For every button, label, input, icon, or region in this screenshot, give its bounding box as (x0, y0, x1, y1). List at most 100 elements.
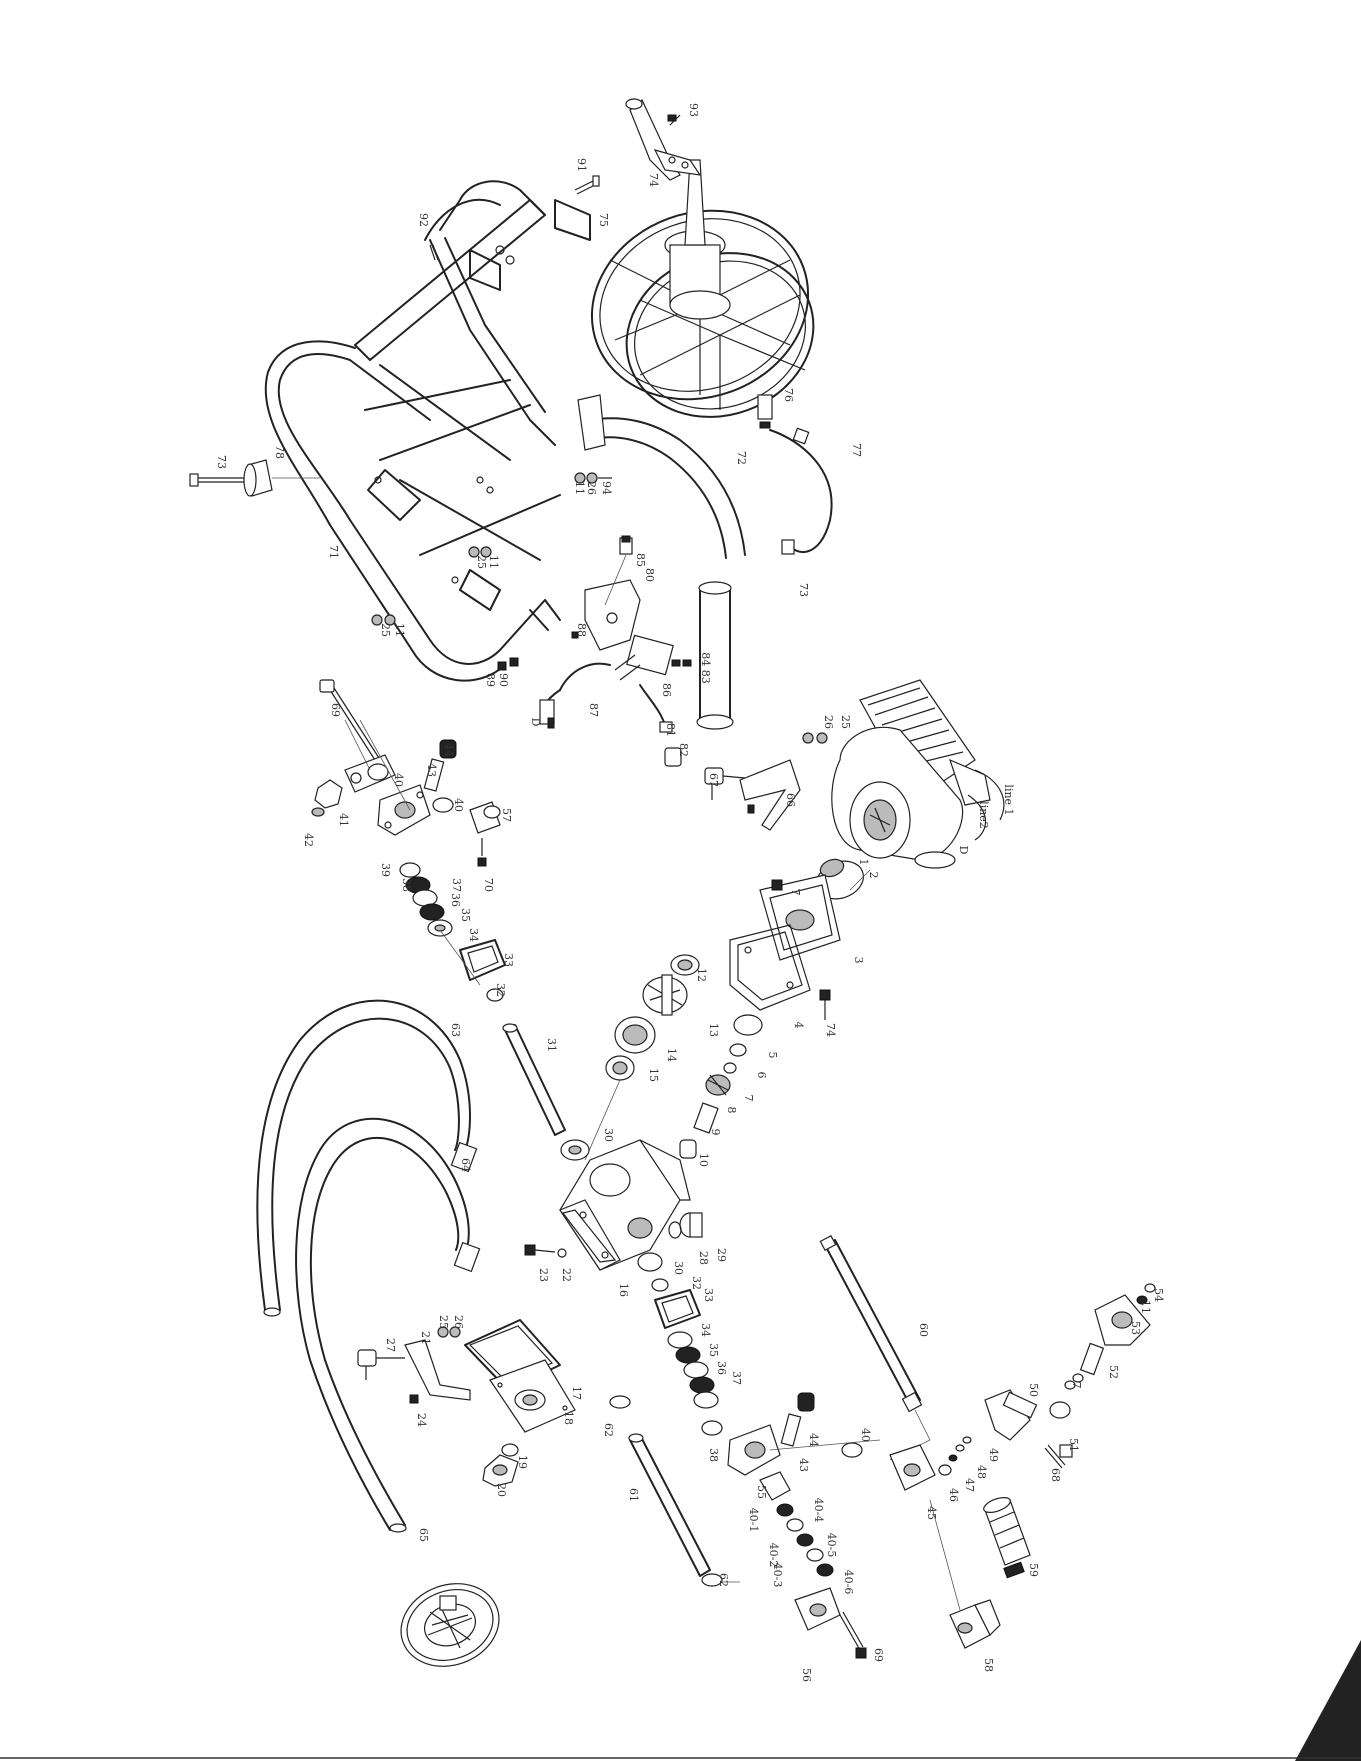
part-label: 62 (717, 1573, 730, 1587)
part-label: 61 (627, 1488, 640, 1502)
switch-bracket (497, 535, 692, 767)
flange-screw (819, 989, 831, 1020)
part-label: 70 (482, 878, 495, 892)
part-label: 58 (982, 1658, 995, 1672)
part-label: 94 (600, 481, 613, 495)
part-label: 40 (392, 773, 405, 787)
part-label: 40-4 (812, 1498, 825, 1523)
frame-nuts (371, 472, 612, 626)
part-label: 37 (730, 1371, 743, 1385)
part-label: 41 (337, 813, 350, 827)
part-label: 88 (575, 623, 588, 637)
pressure-valve (889, 1283, 1156, 1491)
part-label: 34 (699, 1323, 712, 1337)
part-label: 7 (1070, 1382, 1083, 1389)
part-label: 17 (570, 1386, 583, 1400)
part-label: 77 (850, 443, 863, 457)
part-label: 26 (585, 481, 598, 495)
part-label: 64 (459, 1158, 472, 1172)
part-label: 7 (789, 889, 802, 896)
part-label: 56 (800, 1668, 813, 1682)
part-label: 30 (602, 1128, 615, 1142)
part-label: 24 (415, 1413, 428, 1427)
gasket-17 (464, 1319, 561, 1391)
part-label: 35 (707, 1343, 720, 1357)
part-label: 40-1 (747, 1508, 760, 1533)
drain-plug (668, 1212, 703, 1239)
part-label: 20 (495, 1483, 508, 1497)
drive-shaft-stack (679, 1014, 763, 1159)
part-label: 40-2 (767, 1543, 780, 1568)
part-label: 39 (379, 863, 392, 877)
part-label: 91 (575, 158, 588, 172)
part-label: 45 (925, 1506, 938, 1520)
part-label: 75 (597, 213, 610, 227)
part-label: 13 (707, 1023, 720, 1037)
part-label: 2 (867, 872, 880, 879)
part-label: 52 (1107, 1365, 1120, 1379)
part-label: 37 (450, 878, 463, 892)
part-label: 42 (302, 833, 315, 847)
hose-reel (590, 159, 815, 418)
part-label: 40 (452, 798, 465, 812)
part-label: 54 (1152, 1288, 1165, 1302)
part-label: 80 (643, 568, 656, 582)
part-label: 85 (634, 553, 647, 567)
part-label: 74 (824, 1023, 837, 1037)
part-label: 44 (442, 743, 455, 757)
part-label: 25 (839, 715, 852, 729)
part-label: 11 (1139, 1300, 1152, 1314)
part-label: 22 (560, 1268, 573, 1282)
part-label: 38 (707, 1448, 720, 1462)
part-label: 33 (702, 1288, 715, 1302)
part-label: 38 (400, 878, 413, 892)
part-label: 15 (647, 1068, 660, 1082)
inlet-filter (983, 1497, 1031, 1579)
part-label: 62 (602, 1423, 615, 1437)
part-label: 25 (475, 555, 488, 569)
gasket-4 (729, 924, 811, 1011)
part-label: 43 (797, 1458, 810, 1472)
part-label: 59 (1027, 1563, 1040, 1577)
part-label: 84 83 (699, 652, 712, 684)
part-label: 92 (417, 213, 430, 227)
part-label: 30 (672, 1261, 685, 1275)
part-label: 69 (329, 703, 342, 717)
part-label: 86 (660, 683, 673, 697)
part-label: 76 (782, 388, 795, 402)
part-label: 32 (690, 1276, 703, 1290)
part-label: 35 (459, 908, 472, 922)
part-label: D (957, 846, 970, 855)
part-label: 63 (449, 1023, 462, 1037)
cover-plate (489, 1359, 576, 1433)
outlet-pipe (819, 1234, 931, 1461)
reel-pins (429, 175, 600, 261)
part-label: 67 (707, 773, 720, 787)
gear-stack (584, 954, 700, 1161)
part-label: 11 (573, 481, 586, 495)
part-label: 5 (766, 1052, 779, 1059)
part-label: 27 (384, 1338, 397, 1352)
engine-bracket (704, 732, 828, 831)
part-label: 16 (617, 1283, 630, 1297)
part-label: 40-5 (825, 1533, 838, 1558)
part-label: 11 (393, 623, 406, 637)
part-label: 25 (437, 1315, 450, 1329)
part-label: 50 (1027, 1383, 1040, 1397)
part-label: 10 (697, 1153, 710, 1167)
part-label: 21 (419, 1331, 432, 1345)
part-label: 78 (273, 445, 286, 459)
part-label: 81 (664, 723, 677, 737)
part-label: 26 (452, 1315, 465, 1329)
part-label: 60 (917, 1323, 930, 1337)
part-label: 66 (784, 793, 797, 807)
part-label: 28 (697, 1251, 710, 1265)
part-label: 90 (497, 673, 510, 687)
part-label: 74 (647, 173, 660, 187)
part-label: 48 (975, 1465, 988, 1479)
part-label: 31 (545, 1038, 558, 1052)
part-label: D (529, 718, 542, 727)
part-label: 18 (562, 1411, 575, 1425)
